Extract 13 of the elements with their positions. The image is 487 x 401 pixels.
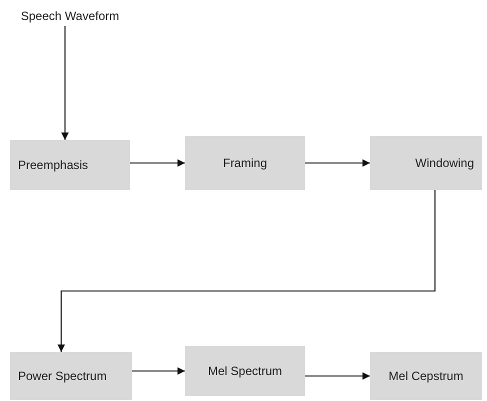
process-box: Windowing — [370, 136, 482, 190]
arrow — [305, 159, 370, 167]
process-box: Power Spectrum — [10, 352, 132, 400]
process-box: Preemphasis — [10, 140, 130, 190]
process-box: Mel Cepstrum — [370, 352, 482, 400]
arrow — [57, 190, 436, 352]
process-box: Mel Spectrum — [185, 346, 305, 396]
arrow — [305, 372, 370, 380]
process-box: Framing — [185, 136, 305, 190]
arrow — [130, 159, 185, 167]
arrow — [132, 367, 185, 375]
arrow — [61, 26, 69, 140]
input-label: Speech Waveform — [14, 6, 126, 26]
